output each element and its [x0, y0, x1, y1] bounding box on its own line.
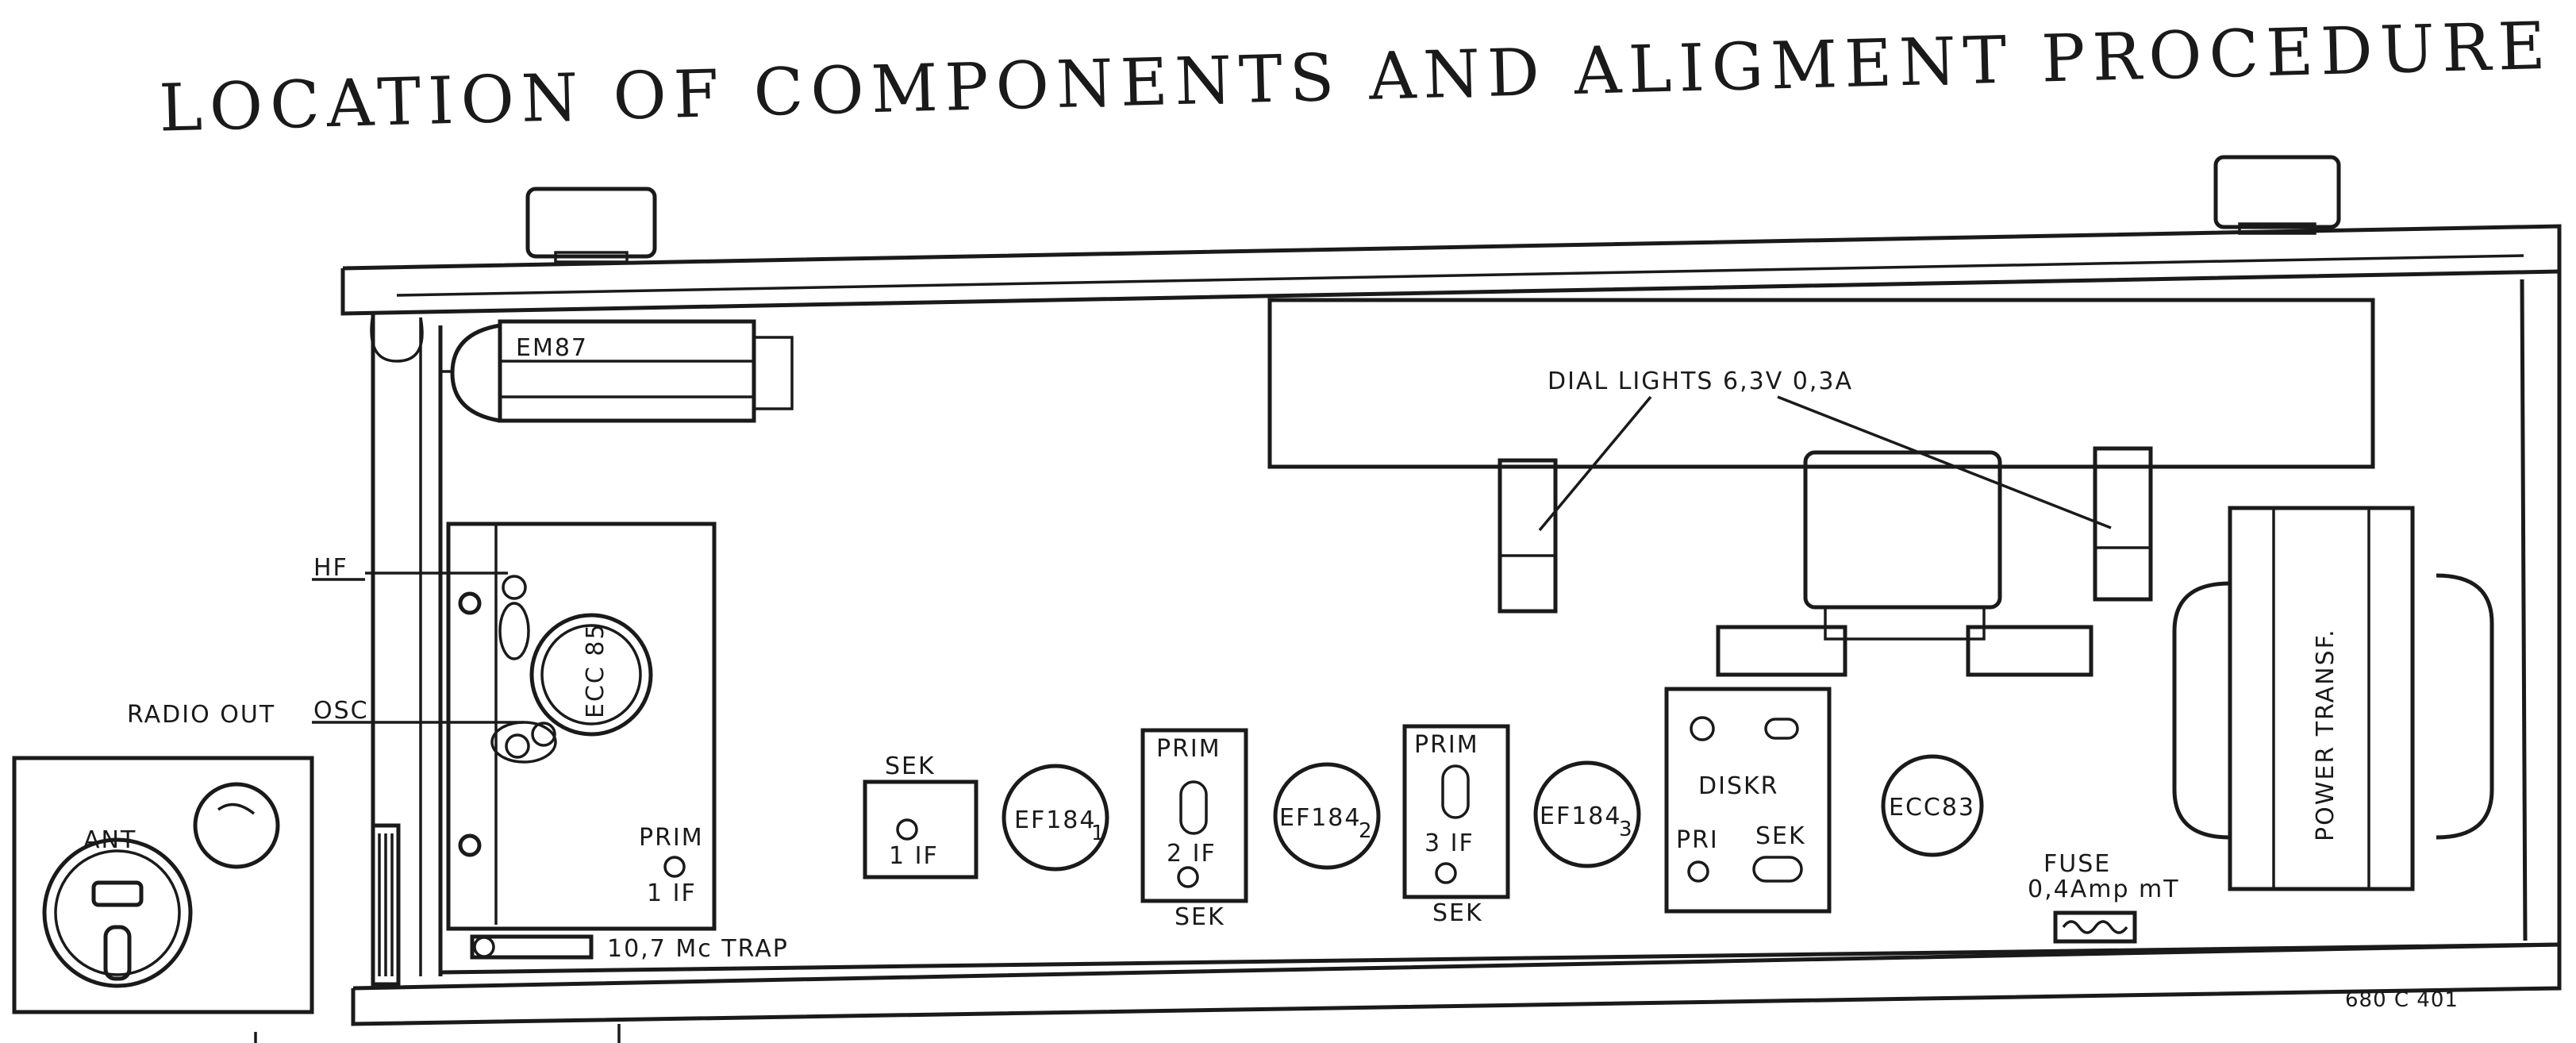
trap-coil: 10,7 Mc TRAP — [470, 934, 789, 963]
chassis — [340, 224, 2562, 1026]
ecc83-tube: ECC83 — [1881, 754, 1984, 857]
top-knob-left — [525, 187, 657, 264]
if1-sek-label: SEK — [885, 752, 936, 780]
fuse-rating-label: 0,4Amp mT — [2028, 876, 2180, 903]
dial-lights-label: DIAL LIGHTS 6,3V 0,3A — [1548, 368, 1853, 395]
ef184-2-sub: 2 — [1359, 819, 1373, 843]
em87-label: EM87 — [516, 334, 588, 362]
ef184-2-tube: EF184 2 — [1273, 762, 1381, 870]
ecc85-label: ECC 85 — [582, 622, 609, 718]
ef184-1-label: EF184 — [1014, 806, 1096, 834]
ef184-2-label: EF184 — [1279, 804, 1361, 832]
if3-coil: PRIM 3 IF SEK — [1402, 724, 1510, 927]
if3-prim-label: PRIM — [1414, 731, 1479, 759]
diskr-pri-label: PRI — [1676, 826, 1719, 854]
power-transf-label: POWER TRANSF. — [2312, 628, 2340, 841]
diagram-title: LOCATION OF COMPONENTS AND ALIGMENT PROC… — [158, 9, 2553, 147]
antenna-panel: ANT — [12, 756, 314, 1014]
tuner-block: ECC 85 PRIM 1 IF — [446, 522, 717, 931]
ant-label: ANT — [83, 826, 136, 854]
ef184-1-tube: EF184 1 — [1002, 764, 1109, 872]
ef184-3-tube: EF184 3 — [1533, 760, 1641, 868]
tuner-prim-label: PRIM — [639, 824, 704, 852]
ef184-3-label: EF184 — [1540, 802, 1621, 830]
if3-sek-label: SEK — [1432, 899, 1483, 927]
em87-tube: EM87 — [440, 319, 794, 423]
dial-light-panel: DIAL LIGHTS 6,3V 0,3A — [1267, 298, 2375, 677]
if2-prim-label: PRIM — [1156, 735, 1221, 763]
if3-if-label: 3 IF — [1424, 829, 1474, 857]
fuse-label: FUSE — [2043, 850, 2111, 878]
ef184-3-sub: 3 — [1619, 818, 1633, 841]
power-transformer: POWER TRANSF. — [2172, 506, 2494, 891]
ef184-1-sub: 1 — [1091, 822, 1105, 845]
if1-sek-coil: SEK 1 IF — [863, 752, 978, 879]
diskr-sek-label: SEK — [1755, 822, 1806, 850]
fuse: FUSE 0,4Amp mT — [2028, 850, 2180, 944]
trap-label: 10,7 Mc TRAP — [607, 935, 789, 963]
top-knob-right — [2213, 155, 2341, 235]
if2-if-label: 2 IF — [1167, 840, 1217, 868]
if1-if-label: 1 IF — [889, 842, 939, 870]
osc-label: OSC — [313, 697, 369, 725]
diskr-label: DISKR — [1698, 772, 1779, 800]
discriminator-coil: DISKR PRI SEK — [1664, 687, 1832, 914]
tuner-1if-label: 1 IF — [647, 879, 697, 907]
if2-coil: PRIM 2 IF SEK — [1140, 728, 1248, 931]
drawing-number: 680 C 401 — [2345, 988, 2459, 1012]
radio-out-label: RADIO OUT — [127, 701, 275, 729]
hf-label: HF — [313, 554, 348, 582]
if2-sek-label: SEK — [1175, 903, 1225, 931]
ecc83-label: ECC83 — [1889, 794, 1975, 822]
